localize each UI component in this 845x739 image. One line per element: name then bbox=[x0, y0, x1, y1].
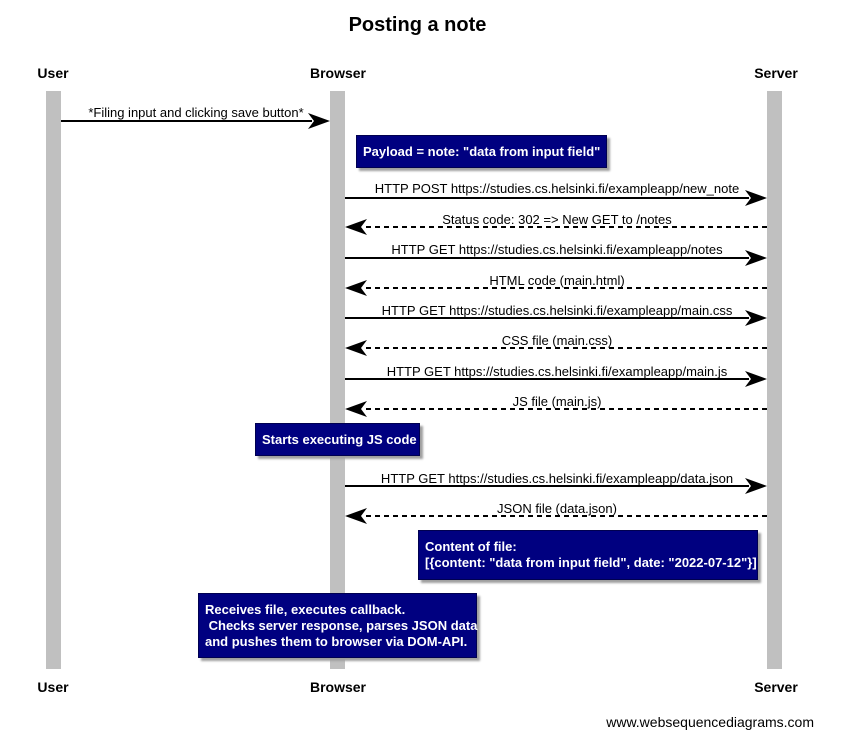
message-arrows bbox=[61, 113, 767, 524]
message-label: CSS file (main.css) bbox=[501, 333, 613, 348]
message-arrowhead bbox=[308, 113, 330, 129]
note-payload: Payload = note: "data from input field" bbox=[356, 135, 607, 168]
message-arrowhead bbox=[345, 280, 367, 296]
message-label: HTML code (main.html) bbox=[489, 273, 625, 288]
participant-user-bottom: User bbox=[37, 679, 69, 695]
message-label: *Filing input and clicking save button* bbox=[88, 105, 304, 120]
message-arrowhead bbox=[745, 310, 767, 326]
lifeline-browser bbox=[330, 91, 345, 669]
participant-browser-bottom: Browser bbox=[309, 679, 367, 695]
participant-server-top: Server bbox=[754, 65, 798, 81]
footer-credit: www.websequencediagrams.com bbox=[606, 714, 814, 730]
message-label: Status code: 302 => New GET to /notes bbox=[442, 212, 672, 227]
message-arrowhead bbox=[345, 508, 367, 524]
participant-browser-top: Browser bbox=[309, 65, 367, 81]
message-arrowhead bbox=[345, 219, 367, 235]
lifeline-server bbox=[767, 91, 782, 669]
note-callback: Receives file, executes callback. Checks… bbox=[198, 593, 477, 658]
message-arrowhead bbox=[745, 371, 767, 387]
message-label: JS file (main.js) bbox=[512, 394, 602, 409]
message-arrowhead bbox=[345, 401, 367, 417]
message-label: HTTP GET https://studies.cs.helsinki.fi/… bbox=[391, 242, 723, 257]
diagram-title: Posting a note bbox=[348, 14, 487, 36]
message-label: HTTP GET https://studies.cs.helsinki.fi/… bbox=[386, 364, 728, 379]
message-arrowhead bbox=[345, 340, 367, 356]
participant-server-bottom: Server bbox=[754, 679, 798, 695]
message-label: HTTP GET https://studies.cs.helsinki.fi/… bbox=[381, 303, 733, 318]
note-file-content: Content of file: [{content: "data from i… bbox=[418, 530, 758, 580]
message-arrowhead bbox=[745, 478, 767, 494]
lifeline-user bbox=[46, 91, 61, 669]
message-label: HTTP GET https://studies.cs.helsinki.fi/… bbox=[380, 471, 734, 486]
participant-user-top: User bbox=[37, 65, 69, 81]
message-arrowhead bbox=[745, 190, 767, 206]
note-starts-executing-js: Starts executing JS code bbox=[255, 423, 420, 456]
message-label: HTTP POST https://studies.cs.helsinki.fi… bbox=[374, 181, 740, 196]
message-label: JSON file (data.json) bbox=[497, 501, 617, 516]
message-arrowhead bbox=[745, 250, 767, 266]
